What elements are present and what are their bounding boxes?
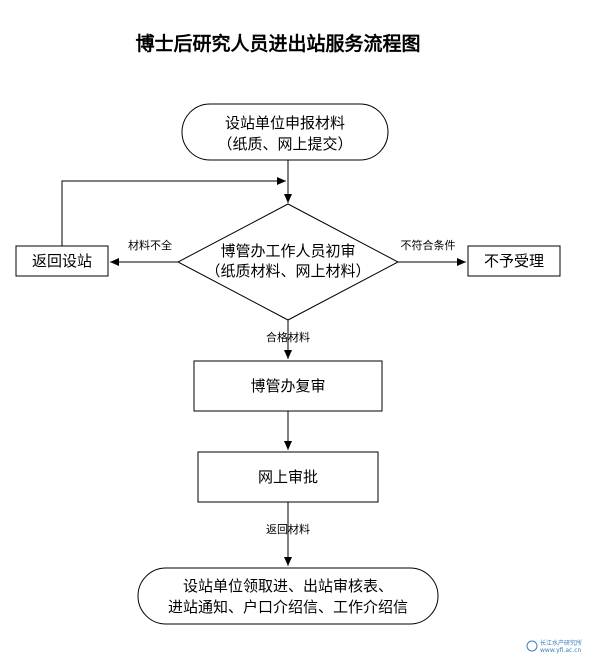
node-reject-label: 不予受理 [484,252,544,270]
node-submit-line2: （纸质、网上提交） [217,135,352,153]
node-return-station [15,245,109,277]
node-submit-materials [181,103,389,161]
edge-label-return-materials: 返回材料 [266,522,310,536]
node-initial-review-line2: （纸质材料、网上材料） [205,262,370,280]
node-initial-review-line1: 博管办工作人员初审 [220,242,355,260]
page-title: 博士后研究人员进出站服务流程图 [135,32,420,55]
watermark-line1: 长江水产研究所 [540,639,582,647]
node-final-line1: 设站单位领取进、出站审核表、 [183,577,393,595]
watermark-logo: 长江水产研究所 www.yfi.ac.cn [526,639,582,654]
watermark-line2: www.yfi.ac.cn [540,647,581,654]
edge-label-not-qualified: 不符合条件 [401,238,456,252]
node-submit-line1: 设站单位申报材料 [225,114,345,132]
edge-return-loop [61,177,286,246]
node-second-review-label: 博管办复审 [250,377,325,395]
node-online-approval-label: 网上审批 [258,468,318,486]
edge-label-incomplete: 材料不全 [128,238,172,252]
node-final-collection [137,567,439,625]
edge-label-qualified: 合格材料 [266,330,310,344]
watermark-icon [526,640,538,652]
node-return-station-label: 返回设站 [32,252,92,270]
node-reject [467,245,561,277]
node-second-review [193,360,383,412]
node-final-line2: 进站通知、户口介绍信、工作介绍信 [168,598,408,616]
